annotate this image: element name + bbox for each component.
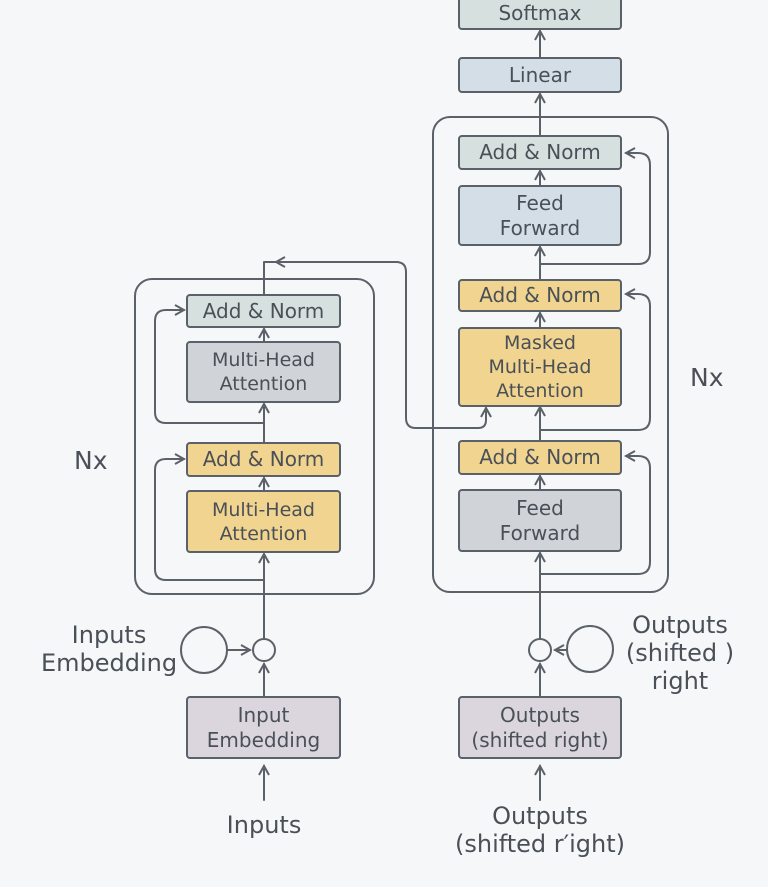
input-embedding-block: Input Embedding <box>186 696 341 759</box>
encoder-residual-upper <box>154 310 265 424</box>
linear-block: Linear <box>458 57 622 93</box>
encoder-frame <box>134 278 375 595</box>
outputs-embedding-block: Outputs (shifted right) <box>458 696 622 759</box>
encoder-multi-head-attention: Multi-Head Attention <box>186 490 341 553</box>
encoder-add-norm-bottom: Add & Norm <box>186 442 341 477</box>
decoder-side-label: Outputs (shifted ) right <box>625 611 735 695</box>
encoder-add-norm-top: Add & Norm <box>186 294 341 328</box>
softmax-block: Softmax <box>458 0 622 30</box>
inputs-label: Inputs <box>226 811 302 839</box>
decoder-repeat-label: Nx <box>690 363 724 392</box>
encoder-cross-link <box>263 261 486 429</box>
encoder-residual-lower <box>154 459 265 581</box>
decoder-residual-upper <box>539 153 651 265</box>
masked-multi-head-attention: Masked Multi-Head Attention <box>458 327 622 407</box>
outputs-label: Outputs (shifted r′ight) <box>454 802 625 858</box>
encoder-positional-circle <box>180 626 228 674</box>
decoder-residual-middle <box>539 294 651 431</box>
encoder-repeat-label: Nx <box>74 446 108 475</box>
decoder-positional-circle <box>566 625 614 673</box>
inputs-embedding-side-label: Inputs Embedding <box>40 621 178 677</box>
decoder-feed-forward-top: Feed Forward <box>458 185 622 246</box>
decoder-sum-node <box>528 638 552 662</box>
encoder-attention-block: Multi-Head Attention <box>186 341 341 403</box>
decoder-add-norm-middle: Add & Norm <box>458 279 622 312</box>
decoder-frame <box>432 116 669 593</box>
decoder-feed-forward-bottom: Feed Forward <box>458 489 622 552</box>
encoder-sum-node <box>252 638 276 662</box>
decoder-residual-lower <box>539 456 651 575</box>
decoder-add-norm-top: Add & Norm <box>458 135 622 170</box>
decoder-add-norm-bottom: Add & Norm <box>458 440 622 475</box>
